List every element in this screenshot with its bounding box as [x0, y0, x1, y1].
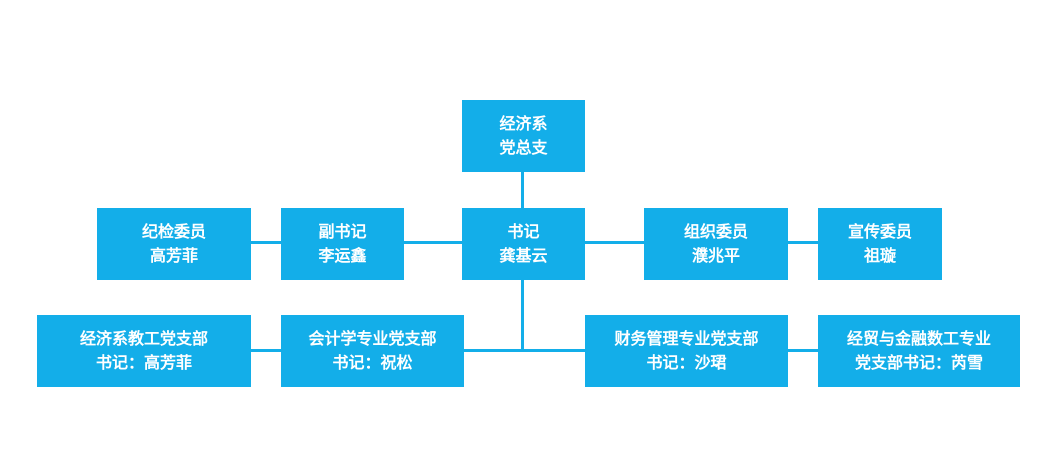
- node-branch-financial-management-line1: 财务管理专业党支部: [614, 329, 759, 348]
- node-branch-accounting: 会计学专业党支部 书记：祝松: [281, 315, 464, 387]
- node-discipline-member-title: 纪检委员: [141, 222, 206, 241]
- node-branch-trade-finance-line1: 经贸与金融数工专业: [846, 329, 991, 348]
- node-branch-faculty-line2: 书记：高芳菲: [95, 353, 192, 372]
- node-branch-financial-management: 财务管理专业党支部 书记：沙珺: [585, 315, 788, 387]
- node-organization-member: 组织委员 濮兆平: [644, 208, 788, 280]
- node-branch-accounting-line2: 书记：祝松: [332, 353, 413, 372]
- node-secretary: 书记 龚基云: [462, 208, 585, 280]
- connector-organization-to-publicity: [787, 241, 819, 244]
- node-publicity-member-name: 祖璇: [863, 246, 896, 265]
- connector-deputy-to-discipline: [250, 241, 282, 244]
- node-publicity-member-title: 宣传委员: [847, 222, 912, 241]
- node-branch-trade-finance-line2: 党支部书记：芮雪: [854, 353, 983, 372]
- node-secretary-title: 书记: [507, 222, 540, 241]
- node-discipline-member-name: 高芳菲: [149, 246, 198, 265]
- connector-secretary-to-organization: [584, 241, 645, 244]
- node-branch-trade-finance: 经贸与金融数工专业 党支部书记：芮雪: [818, 315, 1020, 387]
- node-branch-accounting-line1: 会计学专业党支部: [308, 329, 437, 348]
- node-secretary-name: 龚基云: [499, 246, 548, 265]
- node-party-general-branch: 经济系 党总支: [462, 100, 585, 172]
- node-deputy-secretary-title: 副书记: [318, 222, 367, 241]
- node-deputy-secretary: 副书记 李运鑫: [281, 208, 404, 280]
- connector-branch-bus: [463, 349, 586, 352]
- connector-secretary-to-deputy: [403, 241, 462, 244]
- node-branch-faculty: 经济系教工党支部 书记：高芳菲: [37, 315, 251, 387]
- node-organization-member-title: 组织委员: [683, 222, 748, 241]
- node-branch-financial-management-line2: 书记：沙珺: [646, 353, 727, 372]
- node-publicity-member: 宣传委员 祖璇: [818, 208, 942, 280]
- connector-secretary-down: [521, 279, 524, 352]
- node-organization-member-name: 濮兆平: [691, 246, 740, 265]
- connector-root-to-secretary: [521, 171, 524, 210]
- node-party-general-branch-line2: 党总支: [499, 138, 548, 157]
- node-deputy-secretary-name: 李运鑫: [318, 246, 367, 265]
- node-party-general-branch-line1: 经济系: [499, 114, 548, 133]
- connector-branch1-to-branch2: [250, 349, 282, 352]
- connector-branch3-to-branch4: [787, 349, 819, 352]
- node-discipline-member: 纪检委员 高芳菲: [97, 208, 251, 280]
- node-branch-faculty-line1: 经济系教工党支部: [79, 329, 208, 348]
